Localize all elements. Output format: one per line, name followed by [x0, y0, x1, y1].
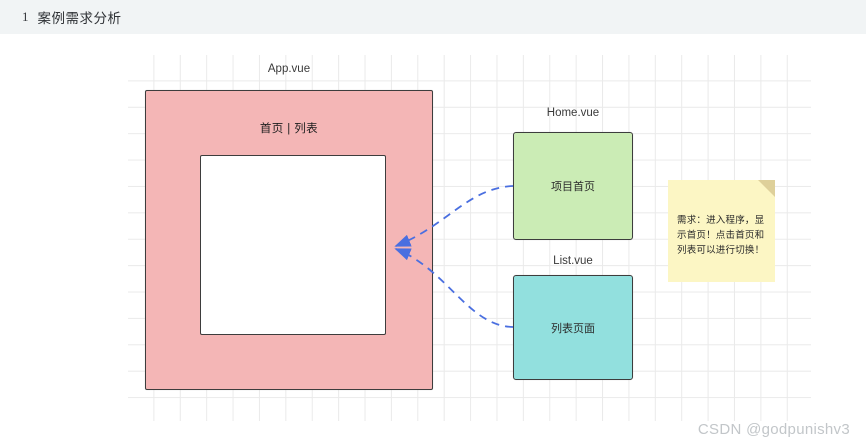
section-header: 1 案例需求分析	[0, 0, 866, 34]
list-vue-box[interactable]: 列表页面	[513, 275, 633, 380]
sticky-note-fold-corner	[758, 180, 775, 197]
watermark: CSDN @godpunishv3	[697, 421, 850, 438]
sticky-note[interactable]: 需求：进入程序，显示首页！点击首页和列表可以进行切换！	[668, 180, 775, 282]
home-vue-box[interactable]: 项目首页	[513, 132, 633, 240]
list-vue-caption: List.vue	[553, 255, 593, 267]
app-vue-router-view-area[interactable]	[200, 155, 386, 335]
section-title: 案例需求分析	[37, 11, 122, 26]
app-vue-caption: App.vue	[267, 63, 311, 75]
home-vue-caption: Home.vue	[546, 107, 600, 119]
sticky-note-text: 需求：进入程序，显示首页！点击首页和列表可以进行切换！	[677, 215, 765, 256]
diagram-canvas: App.vue 首页 | 列表 Home.vue 项目首页 List.vue 列…	[128, 55, 811, 421]
section-number: 1	[22, 9, 29, 24]
